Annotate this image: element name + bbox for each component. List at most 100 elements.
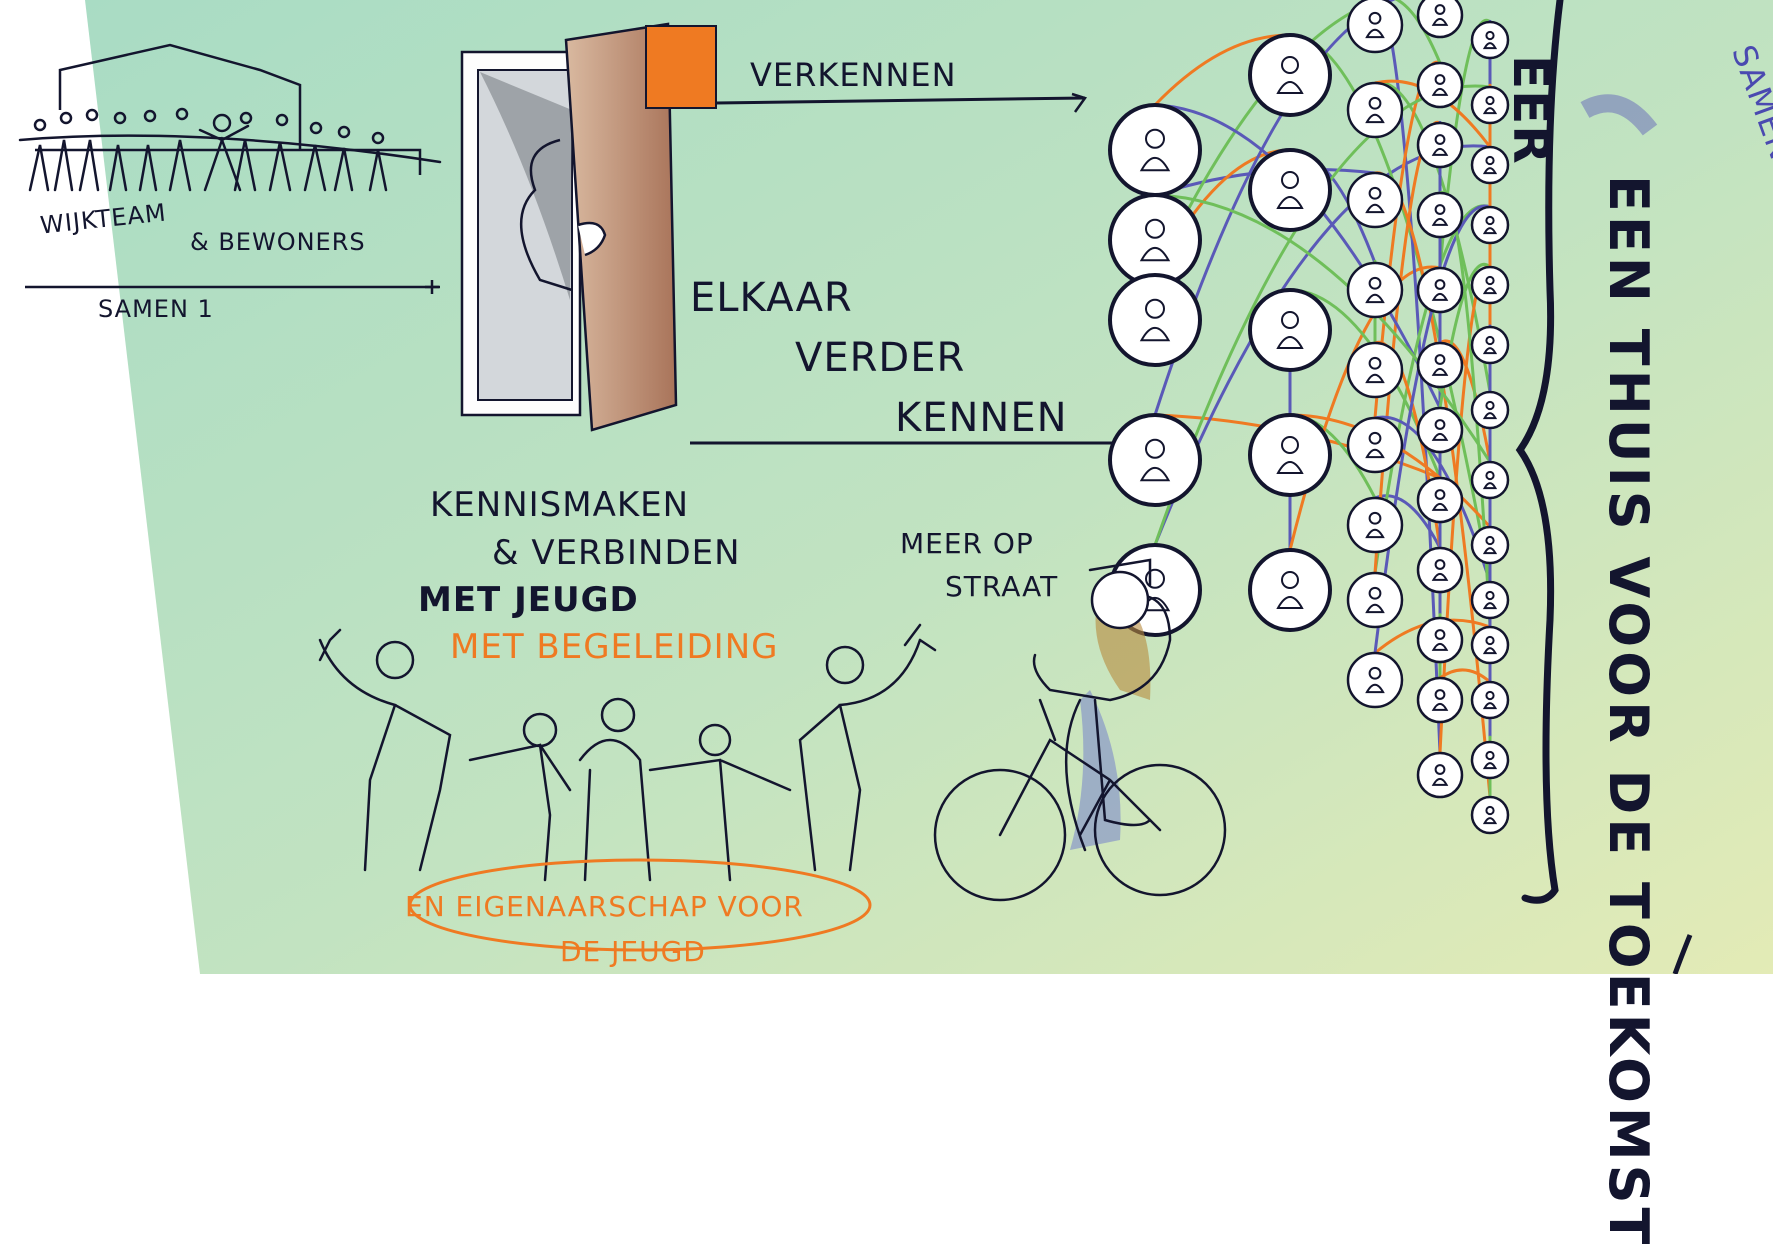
person-body-icon	[1276, 196, 1304, 209]
person-circle-icon	[1416, 616, 1464, 664]
person-body-icon	[1365, 373, 1385, 384]
connection-arc	[1154, 193, 1492, 463]
houses-icon	[35, 43, 422, 175]
person-circle-icon	[1416, 751, 1464, 799]
person-circle-icon	[1346, 341, 1404, 399]
person-body-icon	[1139, 466, 1171, 482]
people-cheering-icon	[318, 623, 937, 882]
person-head-icon	[1434, 559, 1446, 570]
person-head-icon	[1434, 134, 1446, 145]
person-head-icon	[1434, 489, 1446, 500]
person-body-icon	[1431, 17, 1449, 26]
person-circle-icon	[1346, 496, 1404, 554]
person-head-icon	[1281, 56, 1299, 74]
person-head-icon	[1145, 128, 1165, 149]
person-head-icon	[1434, 419, 1446, 430]
person-body-icon	[1482, 547, 1498, 555]
person-body-icon	[1431, 502, 1449, 511]
person-body-icon	[1482, 167, 1498, 175]
person-circle-icon	[1248, 148, 1332, 232]
person-body-icon	[1482, 347, 1498, 355]
person-circle-icon	[1416, 266, 1464, 314]
people-group-icon	[18, 107, 442, 192]
person-head-icon	[1485, 750, 1495, 761]
person-body-icon	[1365, 28, 1385, 39]
sketch-drawing	[18, 0, 1773, 975]
person-head-icon	[1145, 568, 1165, 589]
person-head-icon	[1145, 218, 1165, 239]
person-circle-icon	[1416, 61, 1464, 109]
person-body-icon	[1365, 448, 1385, 459]
person-head-icon	[1434, 764, 1446, 775]
elkaar-label: ELKAAR	[690, 275, 853, 321]
person-body-icon	[1431, 292, 1449, 301]
person-circle-icon	[1346, 571, 1404, 629]
vertical-prefix: EER	[1502, 55, 1560, 165]
person-head-icon	[1368, 276, 1382, 290]
verkennen-label: VERKENNEN	[750, 56, 957, 94]
person-head-icon	[1145, 438, 1165, 459]
illustration-canvas: WIJKTEAM & BEWONERS SAMEN 1 VERKENNEN EL…	[18, 0, 1773, 1248]
person-body-icon	[1276, 461, 1304, 474]
met-jeugd-label: MET JEUGD	[418, 580, 639, 620]
person-body-icon	[1482, 287, 1498, 295]
person-body-icon	[1365, 293, 1385, 304]
person-head-icon	[1434, 689, 1446, 700]
person-circle-icon	[1416, 476, 1464, 524]
person-circle-icon	[1248, 548, 1332, 632]
straat-label: STRAAT	[945, 570, 1059, 603]
person-head-icon	[1281, 571, 1299, 589]
person-circle-icon	[1108, 413, 1202, 507]
person-body-icon	[1482, 107, 1498, 115]
verbinden-label: & VERBINDEN	[492, 533, 741, 573]
person-circle-network-icon	[1108, 0, 1510, 835]
person-circle-icon	[1248, 33, 1332, 117]
person-body-icon	[1139, 156, 1171, 172]
person-head-icon	[1485, 590, 1495, 601]
team-and-label: & BEWONERS	[190, 228, 366, 256]
connection-arc	[1439, 668, 1491, 684]
person-head-icon	[1145, 298, 1165, 319]
person-body-icon	[1431, 217, 1449, 226]
meer-op-label: MEER OP	[900, 527, 1034, 560]
person-body-icon	[1431, 367, 1449, 376]
person-body-icon	[1365, 683, 1385, 694]
samen1-label: SAMEN 1	[98, 295, 214, 323]
person-head-icon	[1485, 30, 1495, 41]
person-body-icon	[1276, 596, 1304, 609]
person-circle-icon	[1416, 341, 1464, 389]
person-body-icon	[1276, 336, 1304, 349]
person-body-icon	[1365, 203, 1385, 214]
person-head-icon	[1485, 690, 1495, 701]
person-head-icon	[1281, 311, 1299, 329]
person-circle-icon	[1416, 191, 1464, 239]
person-head-icon	[1434, 204, 1446, 215]
person-body-icon	[1431, 702, 1449, 711]
person-head-icon	[1485, 155, 1495, 166]
person-body-icon	[1482, 702, 1498, 710]
person-head-icon	[1368, 431, 1382, 445]
person-body-icon	[1365, 528, 1385, 539]
person-body-icon	[1431, 642, 1449, 651]
kennismaken-label: KENNISMAKEN	[430, 485, 690, 525]
person-body-icon	[1482, 602, 1498, 610]
person-body-icon	[1482, 42, 1498, 50]
person-head-icon	[1281, 436, 1299, 454]
person-circle-icon	[1108, 103, 1202, 197]
person-head-icon	[1368, 511, 1382, 525]
person-head-icon	[1434, 354, 1446, 365]
person-head-icon	[1485, 275, 1495, 286]
connection-arc	[1394, 0, 1442, 64]
person-body-icon	[1431, 432, 1449, 441]
ownership-ellipse	[408, 858, 872, 952]
person-head-icon	[1281, 171, 1299, 189]
person-body-icon	[1431, 87, 1449, 96]
person-circle-icon	[1248, 288, 1332, 372]
person-circle-icon	[1346, 416, 1404, 474]
de-jeugd-label: DE JEUGD	[560, 935, 706, 968]
person-body-icon	[1431, 777, 1449, 786]
person-head-icon	[1434, 4, 1446, 15]
person-circle-icon	[1248, 413, 1332, 497]
eigenaarschap-label: EN EIGENAARSCHAP VOOR	[405, 890, 804, 923]
person-circle-icon	[1416, 121, 1464, 169]
